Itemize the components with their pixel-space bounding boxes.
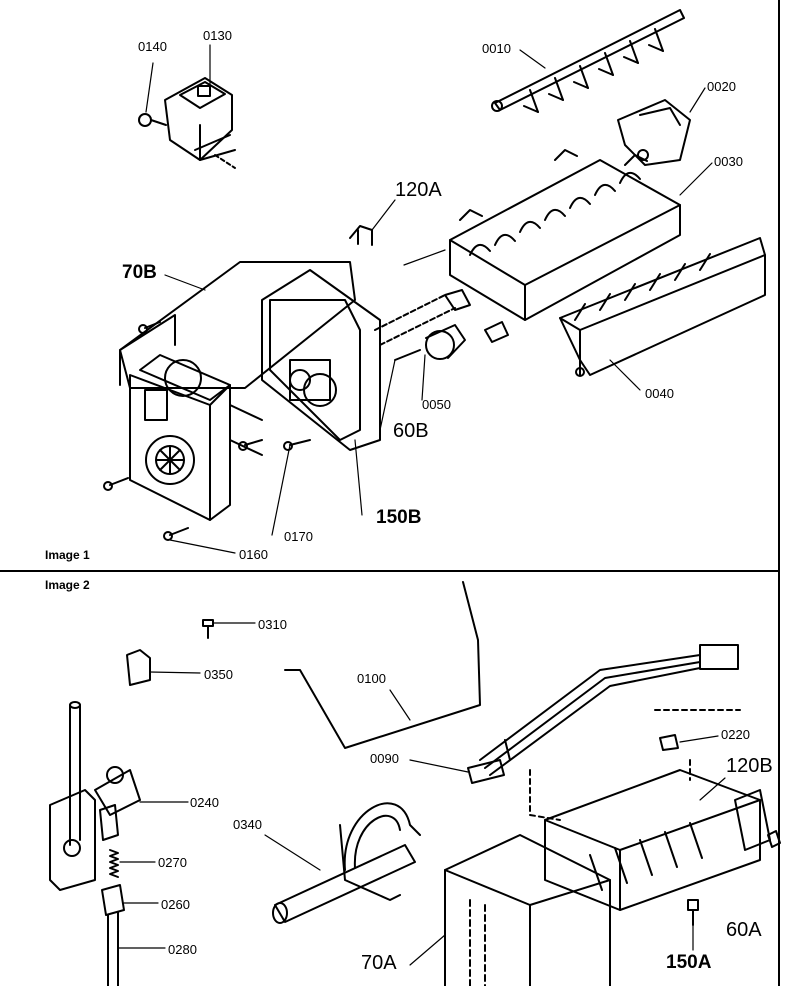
- callout-0220: 0220: [721, 727, 750, 742]
- screws-0160-0170: [103, 321, 311, 554]
- callout-70A: 70A: [361, 952, 397, 974]
- part-0090-harness: [409, 644, 739, 784]
- callout-0350: 0350: [204, 667, 233, 682]
- part-0010-ejector: [491, 9, 685, 113]
- part-0050: [394, 324, 466, 401]
- part-70A-cover: [409, 834, 611, 986]
- callout-60A: 60A: [726, 919, 762, 941]
- callout-0050: 0050: [422, 397, 451, 412]
- part-0240-water-valve: [49, 701, 189, 891]
- callout-0130: 0130: [203, 28, 232, 43]
- callout-0170: 0170: [284, 529, 313, 544]
- parts-60A-150A: [687, 830, 781, 951]
- caption-image-1: Image 1: [45, 548, 90, 562]
- part-0030-mold: [449, 149, 713, 321]
- part-0040-cup: [559, 237, 766, 391]
- part-0340-fill-tube: [264, 802, 421, 924]
- part-0100-bail-arm: [284, 581, 481, 749]
- part-0280-tube: [107, 911, 166, 986]
- caption-image-2: Image 2: [45, 578, 90, 592]
- part-0310-screw: [202, 619, 256, 639]
- callout-120B: 120B: [726, 755, 773, 777]
- callout-150A: 150A: [666, 952, 712, 973]
- part-0220: [659, 734, 719, 751]
- part-0020-stripper: [617, 87, 706, 166]
- part-0140-screw: [138, 62, 167, 127]
- callout-0140: 0140: [138, 39, 167, 54]
- callout-0100: 0100: [357, 671, 386, 686]
- callout-0160: 0160: [239, 547, 268, 562]
- part-0130-cover: [164, 77, 236, 169]
- part-120A-clip: [349, 199, 396, 246]
- callout-0090: 0090: [370, 751, 399, 766]
- part-0350-clip: [126, 649, 201, 686]
- callout-0270: 0270: [158, 855, 187, 870]
- callout-0040: 0040: [645, 386, 674, 401]
- callout-0280: 0280: [168, 942, 197, 957]
- callout-70B: 70B: [122, 262, 157, 283]
- callout-0310: 0310: [258, 617, 287, 632]
- callout-0240: 0240: [190, 795, 219, 810]
- callout-0020: 0020: [707, 79, 736, 94]
- part-70B-control-housing: [119, 261, 381, 521]
- callout-0260: 0260: [161, 897, 190, 912]
- part-0270-spring: [109, 849, 156, 878]
- callout-120A: 120A: [395, 179, 442, 201]
- callout-0010: 0010: [482, 41, 511, 56]
- callout-60B: 60B: [393, 420, 429, 442]
- callout-0340: 0340: [233, 817, 262, 832]
- callout-0030: 0030: [714, 154, 743, 169]
- part-0260-nut: [101, 884, 159, 916]
- callout-150B: 150B: [376, 507, 422, 528]
